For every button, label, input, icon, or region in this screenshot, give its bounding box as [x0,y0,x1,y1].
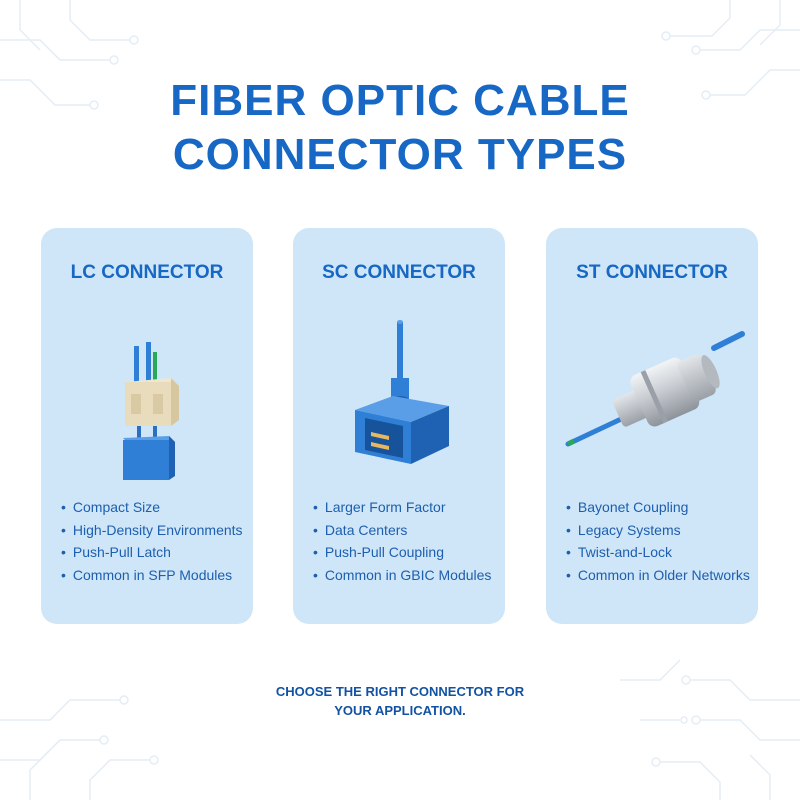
st-connector-card: ST CONNECTOR Bayonet Coupling [546,228,758,624]
list-item: Larger Form Factor [313,496,491,519]
list-item: Twist-and-Lock [566,541,750,564]
lc-connector-card: LC CONNECTOR Compact Size High-Density E… [41,228,253,624]
list-item: Legacy Systems [566,519,750,542]
title-line-1: FIBER OPTIC CABLE [170,76,630,125]
card-title: SC CONNECTOR [322,262,476,283]
title-line-2: CONNECTOR TYPES [172,130,628,179]
list-item: Bayonet Coupling [566,496,750,519]
list-item: Compact Size [61,496,243,519]
feature-list: Bayonet Coupling Legacy Systems Twist-an… [566,496,750,586]
list-item: High-Density Environments [61,519,243,542]
list-item: Common in SFP Modules [61,564,243,587]
feature-list: Compact Size High-Density Environments P… [61,496,243,586]
feature-list: Larger Form Factor Data Centers Push-Pul… [313,496,492,587]
sc-connector-card: SC CONNECTOR Larger Form Factor Data Cen… [293,228,505,624]
footer-callout: CHOOSE THE RIGHT CONNECTOR FOR YOUR APPL… [0,682,800,720]
list-item: Push-Pull Coupling [313,541,491,564]
list-item: Common in Older Networks [566,564,750,587]
lc-connector-icon [123,342,179,480]
sc-connector-icon [355,320,449,464]
page-title: FIBER OPTIC CABLE CONNECTOR TYPES [0,74,800,182]
list-item: Common in GBIC Modules [313,564,492,587]
st-connector-icon [565,331,745,447]
footer-line-1: CHOOSE THE RIGHT CONNECTOR FOR [275,684,525,699]
list-item: Data Centers [313,519,491,542]
card-title: ST CONNECTOR [576,262,728,283]
card-title: LC CONNECTOR [70,262,224,283]
list-item: Push-Pull Latch [61,541,243,564]
footer-line-2: YOUR APPLICATION. [334,703,466,718]
